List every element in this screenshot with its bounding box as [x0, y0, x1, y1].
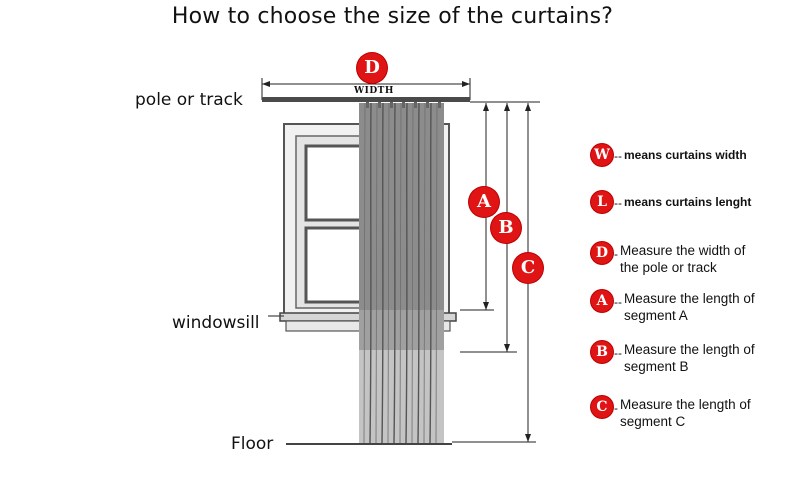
- legend-item-c: C - Measure the length of segment C: [591, 396, 751, 430]
- curtain: [359, 102, 444, 444]
- legend-item-w: W -- means curtains width: [591, 144, 747, 166]
- width-label: WIDTH: [354, 86, 394, 96]
- width-dimension: [261, 78, 471, 100]
- marker-a: A: [469, 187, 499, 217]
- legend-dash: --: [614, 196, 622, 210]
- legend-badge-d: D: [591, 242, 613, 264]
- marker-b: B: [491, 213, 521, 243]
- legend-text-l: means curtains lenght: [624, 195, 752, 209]
- legend-badge-a: A: [591, 290, 613, 312]
- legend-item-b: B -- Measure the length of segment B: [591, 341, 755, 375]
- windowsill-label: windowsill: [172, 313, 260, 333]
- legend-item-a: A -- Measure the length of segment A: [591, 290, 755, 324]
- legend-dash: -: [614, 401, 618, 415]
- page-title: How to choose the size of the curtains?: [171, 4, 614, 29]
- legend-text-w: means curtains width: [624, 148, 747, 162]
- pole-label: pole or track: [135, 90, 243, 110]
- legend-dash: --: [614, 346, 622, 360]
- legend-text-a: Measure the length of segment A: [624, 291, 755, 323]
- marker-d: D: [357, 53, 387, 83]
- legend-item-l: L -- means curtains lenght: [591, 191, 751, 213]
- legend-badge-l: L: [591, 191, 613, 213]
- legend-dash: -: [614, 247, 618, 261]
- pole-bar: [262, 97, 470, 102]
- legend-text-b: Measure the length of segment B: [624, 342, 755, 374]
- legend-badge-b: B: [591, 341, 613, 363]
- legend-text-c: Measure the length of segment C: [620, 397, 751, 429]
- legend-badge-w: W: [591, 144, 613, 166]
- legend-badge-c: C: [591, 396, 613, 418]
- legend-dash: --: [614, 295, 622, 309]
- marker-c: C: [513, 253, 543, 283]
- legend-item-d: D - Measure the width of the pole or tra…: [591, 242, 745, 276]
- floor-label: Floor: [231, 434, 274, 454]
- legend-text-d: Measure the width of the pole or track: [620, 243, 746, 275]
- legend-dash: --: [614, 149, 622, 163]
